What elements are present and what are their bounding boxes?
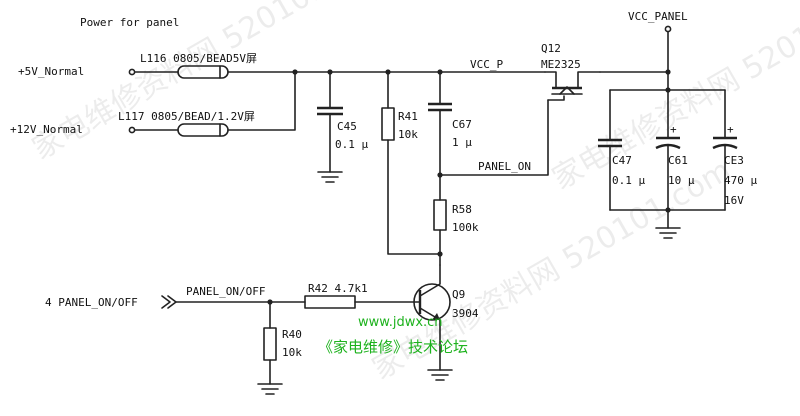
junction-dot — [437, 251, 443, 257]
wire-l117-out — [227, 71, 296, 131]
net-label-5v: +5V_Normal — [18, 65, 84, 78]
cap-c61-plate-curved — [655, 143, 681, 150]
cap-c61-value: 10 μ — [668, 174, 695, 187]
cap-c47-value: 0.1 μ — [612, 174, 645, 187]
resistor-r42-label: R42 4.7k1 — [308, 282, 368, 295]
cap-c47-ref: C47 — [612, 154, 632, 167]
resistor-r58-ref: R58 — [452, 203, 472, 216]
cap-ce3-ref: CE3 — [724, 154, 744, 167]
junction-dot — [665, 69, 671, 75]
resistor-r41 — [381, 107, 395, 141]
schematic-title: Power for panel — [80, 16, 179, 29]
transistor-q9 — [413, 264, 451, 371]
bead-l116-label: L116 0805/BEAD5V屏 — [140, 52, 257, 65]
cap-c61-polarity: + — [670, 123, 677, 136]
ground-symbol — [427, 369, 453, 381]
cap-ce3-value: 470 μ — [724, 174, 757, 187]
net-label-panel-on: PANEL_ON — [478, 160, 531, 173]
cap-c45-value: 0.1 μ — [335, 138, 368, 151]
net-label-panel-on-off: PANEL_ON/OFF — [186, 285, 265, 298]
transistor-q9-part: 3904 — [452, 307, 479, 320]
resistor-r41-ref: R41 — [398, 110, 418, 123]
ground-symbol — [317, 171, 343, 183]
resistor-r42 — [304, 295, 356, 309]
cap-c67-ref: C67 — [452, 118, 472, 131]
resistor-r40 — [263, 327, 277, 361]
resistor-r41-value: 10k — [398, 128, 418, 141]
cap-ce3-plate-curved — [712, 143, 738, 150]
junction-dot — [665, 207, 671, 213]
cap-ce3-voltage: 16V — [724, 194, 744, 207]
cap-c45-ref: C45 — [337, 120, 357, 133]
wire-panel-on — [439, 99, 549, 176]
cap-c61-ref: C61 — [668, 154, 688, 167]
net-label-vcc-p: VCC_P — [470, 58, 503, 71]
transistor-q9-ref: Q9 — [452, 288, 465, 301]
watermark-site: www.jdwx.cn — [358, 315, 443, 330]
resistor-r58-value: 100k — [452, 221, 479, 234]
watermark-forum-name: 《家电维修》技术论坛 — [318, 338, 468, 356]
terminal-vcc-panel — [664, 25, 672, 33]
junction-dot — [292, 69, 298, 75]
terminal-12v — [128, 126, 136, 134]
resistor-r40-value: 10k — [282, 346, 302, 359]
net-label-12v: +12V_Normal — [10, 123, 83, 136]
terminal-5v — [128, 68, 136, 76]
resistor-r40-ref: R40 — [282, 328, 302, 341]
mosfet-q12-part: ME2325 — [541, 58, 581, 71]
port-label-panel-on-off: 4 PANEL_ON/OFF — [45, 296, 138, 309]
bg-watermark-text: 家电维修资料网 520101.com — [547, 0, 800, 197]
ground-symbol — [257, 383, 283, 395]
mosfet-q12-ref: Q12 — [541, 42, 561, 55]
port-arrow-icon — [161, 295, 177, 309]
wire-r41-bottom — [387, 139, 441, 255]
cap-c67-value: 1 μ — [452, 136, 472, 149]
resistor-r58 — [433, 199, 447, 231]
mosfet-q12 — [544, 71, 601, 101]
bead-l117-label: L117 0805/BEAD/1.2V屏 — [118, 110, 255, 123]
cap-ce3-polarity: + — [727, 123, 734, 136]
net-label-vcc-panel: VCC_PANEL — [628, 10, 688, 23]
ground-symbol — [655, 227, 681, 239]
